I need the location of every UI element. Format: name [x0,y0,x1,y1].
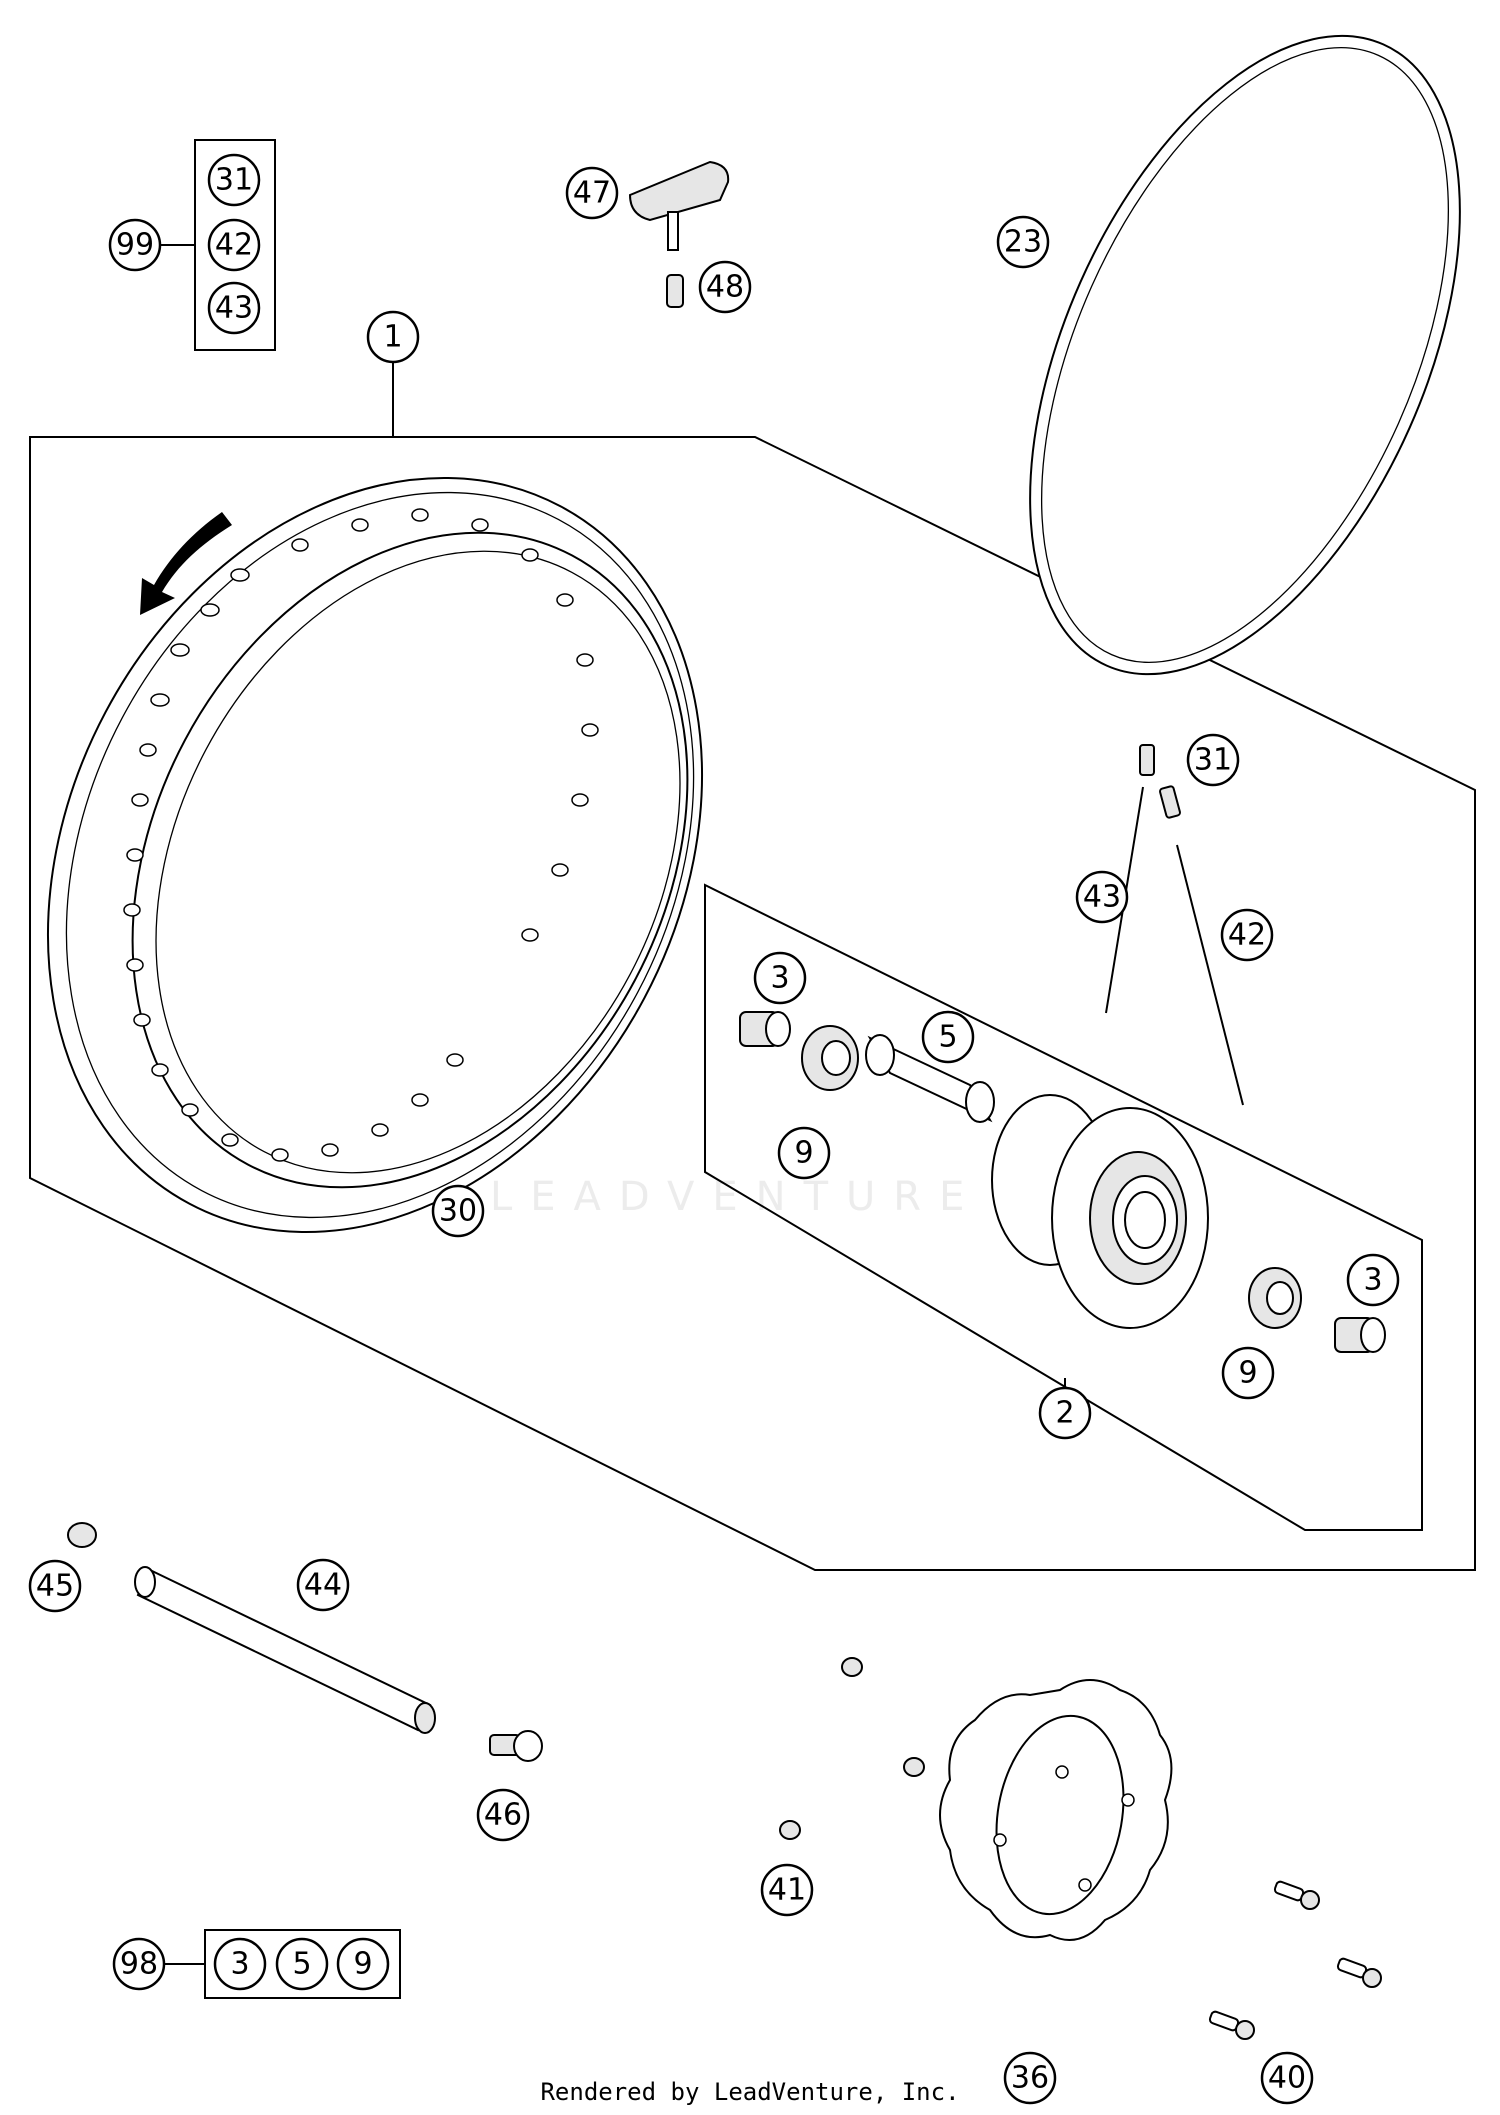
callout-47[interactable]: 47 [565,166,619,220]
callout-48[interactable]: 48 [698,260,752,314]
brake-disc-part [939,1679,1173,1941]
callout-46[interactable]: 46 [476,1788,530,1842]
bearing-left [801,1025,859,1091]
callout-44[interactable]: 44 [296,1558,350,1612]
svg-text:36: 36 [1011,2061,1049,2096]
svg-text:46: 46 [484,1798,522,1833]
wheel-assembly-frame [29,436,1476,1571]
svg-text:43: 43 [1083,880,1121,915]
kit-99-item-31[interactable]: 31 [207,153,261,207]
callout-40[interactable]: 40 [1260,2051,1314,2105]
svg-text:48: 48 [706,270,744,305]
svg-text:42: 42 [215,228,253,263]
callout-3-left[interactable]: 3 [753,951,807,1005]
kit-99-item-43[interactable]: 43 [207,281,261,335]
svg-text:1: 1 [383,320,402,355]
svg-text:5: 5 [938,1020,957,1055]
kit-98-item-9[interactable]: 9 [336,1937,390,1991]
axle-nut-part [67,1522,97,1548]
hub-spacer-sleeve [865,1034,995,1123]
disc-nut-3 [779,1820,801,1840]
svg-text:5: 5 [292,1947,311,1982]
callout-3-right[interactable]: 3 [1346,1253,1400,1307]
svg-text:3: 3 [230,1947,249,1982]
callout-9-left[interactable]: 9 [777,1126,831,1180]
hub-spacer-left [739,1011,791,1047]
svg-text:3: 3 [770,961,789,996]
disc-nut-2 [903,1757,925,1777]
hub-assembly-frame [704,883,1423,1531]
callout-23[interactable]: 23 [996,215,1050,269]
callout-2[interactable]: 2 [1038,1386,1092,1440]
svg-text:44: 44 [304,1568,342,1603]
valve-insert-part [666,274,684,308]
callout-5[interactable]: 5 [921,1010,975,1064]
callout-99[interactable]: 99 [108,218,162,272]
callout-98[interactable]: 98 [112,1937,166,1991]
axle-part [134,1566,436,1734]
watermark-text: LEADVENTURE [490,1174,982,1220]
footer-credit: Rendered by LeadVenture, Inc. [540,2078,960,2106]
svg-text:9: 9 [1238,1356,1257,1391]
disc-bolt-3 [1208,2010,1255,2040]
callout-43[interactable]: 43 [1075,870,1129,924]
callout-1[interactable]: 1 [366,310,420,364]
svg-text:2: 2 [1055,1396,1074,1431]
kit-99-item-42[interactable]: 42 [207,218,261,272]
svg-text:9: 9 [353,1947,372,1982]
svg-text:31: 31 [1194,743,1232,778]
svg-text:31: 31 [215,163,253,198]
svg-text:30: 30 [439,1194,477,1229]
callout-30[interactable]: 30 [431,1184,485,1238]
svg-text:47: 47 [573,176,611,211]
hub-spacer-right [1334,1317,1386,1353]
kit-98-item-3[interactable]: 3 [213,1937,267,1991]
svg-text:42: 42 [1228,918,1266,953]
direction-arrow-icon [140,512,232,615]
svg-text:99: 99 [116,228,154,263]
kit-98-item-5[interactable]: 5 [275,1937,329,1991]
callout-9-right[interactable]: 9 [1221,1346,1275,1400]
disc-nut-1 [841,1657,863,1677]
svg-text:3: 3 [1363,1263,1382,1298]
wheel-hub [991,1094,1209,1329]
disc-bolt-1 [1273,1880,1320,1910]
callout-31[interactable]: 31 [1186,733,1240,787]
callout-45[interactable]: 45 [28,1559,82,1613]
callout-42[interactable]: 42 [1220,908,1274,962]
svg-text:98: 98 [120,1947,158,1982]
svg-text:40: 40 [1268,2061,1306,2096]
callout-36[interactable]: 36 [1003,2051,1057,2105]
valve-cap-part [628,160,730,251]
svg-text:43: 43 [215,291,253,326]
disc-bolt-2 [1336,1957,1382,1988]
rim-part [47,476,703,1234]
svg-text:23: 23 [1004,225,1042,260]
spoke-42 [1159,785,1244,1106]
tire-part [1029,34,1461,676]
callout-41[interactable]: 41 [760,1863,814,1917]
svg-text:45: 45 [36,1569,74,1604]
svg-text:9: 9 [794,1136,813,1171]
axle-bolt-part [489,1730,543,1762]
bearing-right [1248,1267,1302,1329]
svg-text:41: 41 [768,1873,806,1908]
